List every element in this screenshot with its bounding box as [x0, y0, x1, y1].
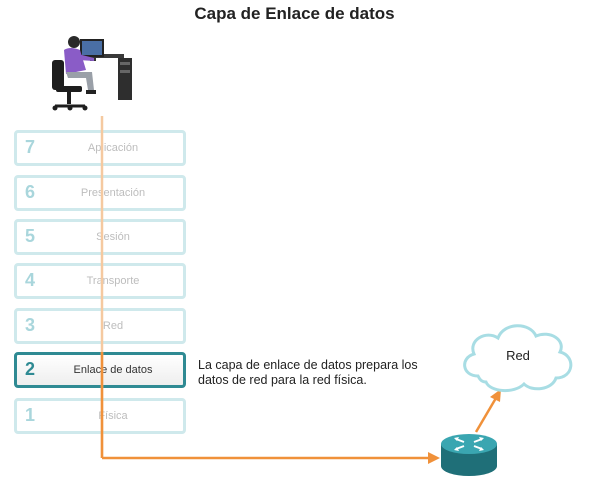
person-at-computer-icon	[52, 36, 132, 111]
cloud-icon	[463, 324, 573, 392]
layer-3-network: 3 Red	[14, 308, 186, 344]
layer-name: Red	[102, 320, 124, 332]
layer-number: 2	[25, 359, 36, 379]
layer-5-session: 5 Sesión	[14, 219, 186, 255]
layer-6-presentation: 6 Presentación	[14, 175, 186, 211]
page-title: Capa de Enlace de datos	[194, 4, 395, 23]
layer-name: Enlace de datos	[73, 364, 153, 376]
layer-number: 3	[25, 315, 36, 335]
layer-7-application: 7 Aplicación	[14, 130, 186, 166]
layer-description: La capa de enlace de datos prepara los d…	[198, 358, 418, 387]
layer-number: 5	[25, 226, 36, 246]
layer-name: Transporte	[86, 275, 140, 287]
layer-1-physical: 1 Física	[14, 398, 186, 434]
router-to-network-arrow	[474, 389, 501, 433]
layer-name: Presentación	[80, 187, 146, 199]
layer-number: 4	[25, 270, 36, 290]
network-label: Red	[506, 348, 530, 363]
layer-4-transport: 4 Transporte	[14, 263, 186, 299]
layer-name: Aplicación	[87, 142, 139, 154]
layer-number: 6	[25, 182, 36, 202]
layer-name: Sesión	[96, 231, 130, 243]
router-icon	[441, 434, 497, 476]
layer-name: Física	[98, 410, 128, 422]
layer-number: 7	[25, 137, 36, 157]
data-flow-arrow	[100, 116, 440, 464]
layer-number: 1	[25, 405, 36, 425]
layer-2-data-link: 2 Enlace de datos	[14, 352, 186, 388]
